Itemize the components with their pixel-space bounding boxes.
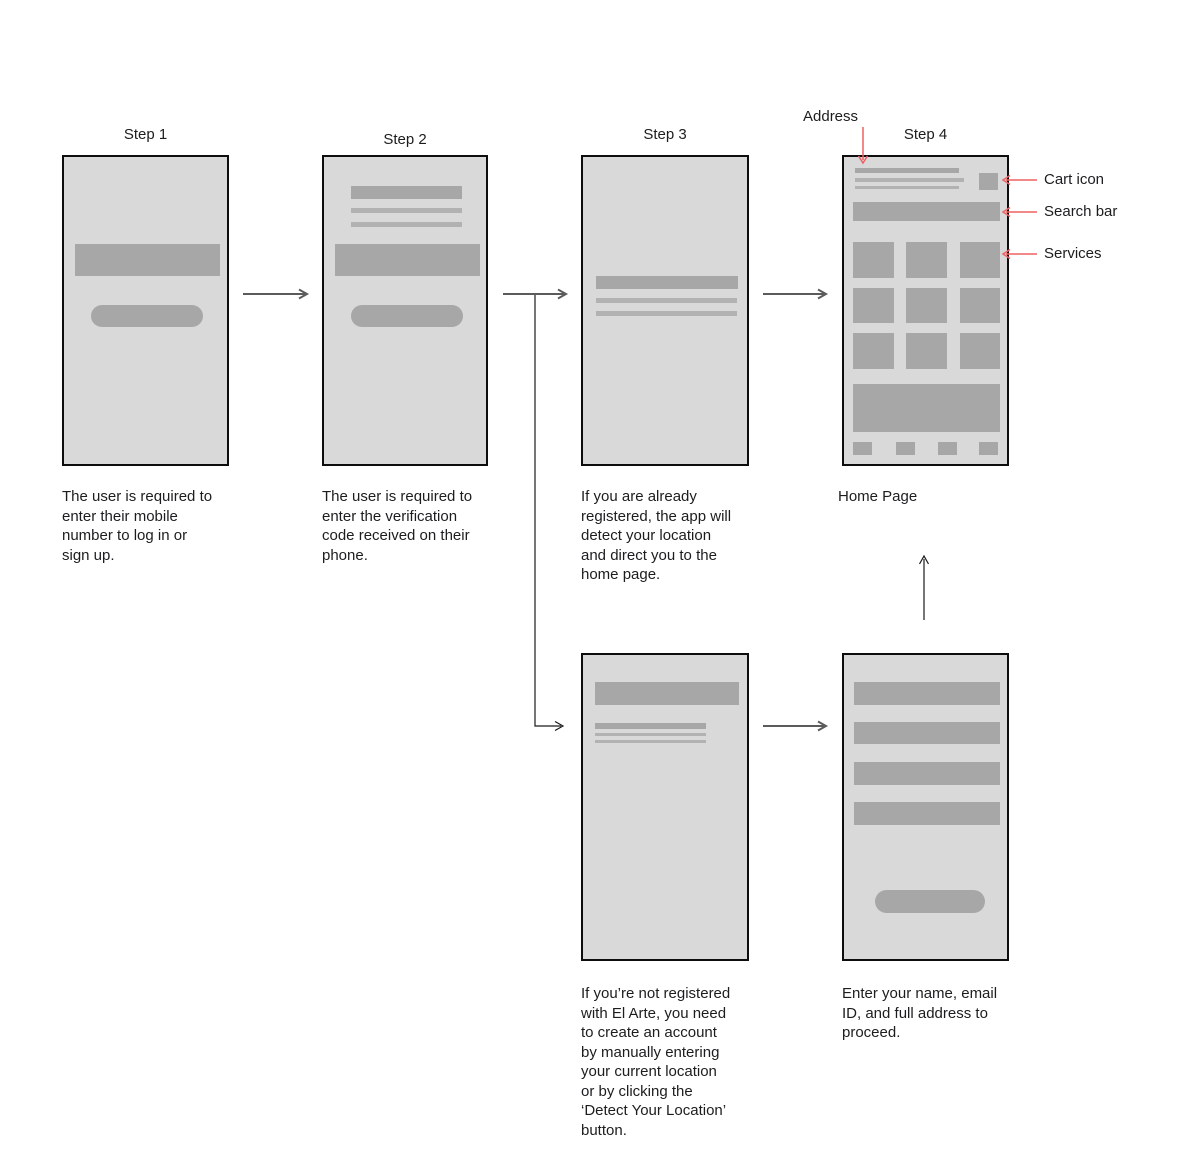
heading-bar: [596, 276, 738, 289]
step1-caption: The user is required to enter their mobi…: [62, 488, 213, 564]
search-annotation-label: Search bar: [1044, 203, 1118, 220]
manual-location-caption: If you’re not registered with El Arte, y…: [581, 985, 731, 1139]
step2-caption: The user is required to enter the verifi…: [322, 488, 473, 564]
step3-caption: If you are already registered, the app w…: [581, 488, 732, 583]
service-tile: [960, 333, 1000, 369]
service-tile: [853, 288, 894, 323]
arrow-form-up-to-step4: [918, 554, 930, 620]
mobile-number-input-bar: [75, 244, 220, 276]
step2-title: Step 2: [383, 131, 427, 148]
text-line: [596, 311, 737, 316]
step3-title: Step 3: [643, 126, 687, 143]
email-field-bar: [854, 722, 1000, 744]
name-field-bar: [854, 682, 1000, 705]
service-tile: [906, 333, 947, 369]
service-tile: [960, 242, 1000, 278]
location-input-bar: [595, 682, 739, 705]
login-button-pill: [91, 305, 203, 327]
heading-bar: [351, 186, 462, 199]
text-line: [596, 298, 737, 303]
address2-field-bar: [854, 802, 1000, 825]
text-line: [595, 723, 706, 729]
text-line: [595, 740, 706, 743]
verification-code-input-bar: [335, 244, 480, 276]
services-annotation-label: Services: [1044, 245, 1102, 262]
service-tile: [906, 288, 947, 323]
banner-block: [853, 384, 1000, 432]
branch-connector-step3-to-location: [534, 295, 565, 732]
arrow-step1-to-step2: [243, 288, 310, 300]
arrow-location-to-form: [763, 720, 829, 732]
text-line: [351, 222, 462, 227]
arrow-step2-to-step3: [503, 288, 569, 300]
arrow-step3-to-step4: [763, 288, 829, 300]
address-text-line: [855, 168, 959, 173]
phone-registration-form-screen: [842, 653, 1009, 961]
text-line: [351, 208, 462, 213]
step1-title: Step 1: [123, 126, 168, 143]
registration-form-caption: Enter your name, email ID, and full addr…: [842, 985, 998, 1041]
cart-annotation-label: Cart icon: [1044, 171, 1105, 188]
home-page-label: Home Page: [838, 488, 918, 505]
phone-step3-detect-location-screen: [581, 155, 749, 466]
cart-icon: [979, 173, 998, 190]
verify-button-pill: [351, 305, 463, 327]
service-tile: [853, 242, 894, 278]
nav-item: [979, 442, 998, 455]
address-annotation-label: Address: [803, 108, 859, 125]
service-tile: [853, 333, 894, 369]
step4-title: Step 4: [903, 126, 948, 143]
phone-step1-login-screen: [62, 155, 229, 466]
proceed-button-pill: [875, 890, 985, 913]
address-field-bar: [854, 762, 1000, 785]
text-line: [595, 733, 706, 736]
nav-item: [938, 442, 957, 455]
phone-step4-home-page: [842, 155, 1009, 466]
phone-step2-verification-screen: [322, 155, 488, 466]
phone-manual-location-screen: [581, 653, 749, 961]
address-text-line: [855, 178, 964, 182]
nav-item: [853, 442, 872, 455]
service-tile: [906, 242, 947, 278]
address-text-line: [855, 186, 959, 189]
search-bar-block: [853, 202, 1000, 221]
nav-item: [896, 442, 915, 455]
service-tile: [960, 288, 1000, 323]
